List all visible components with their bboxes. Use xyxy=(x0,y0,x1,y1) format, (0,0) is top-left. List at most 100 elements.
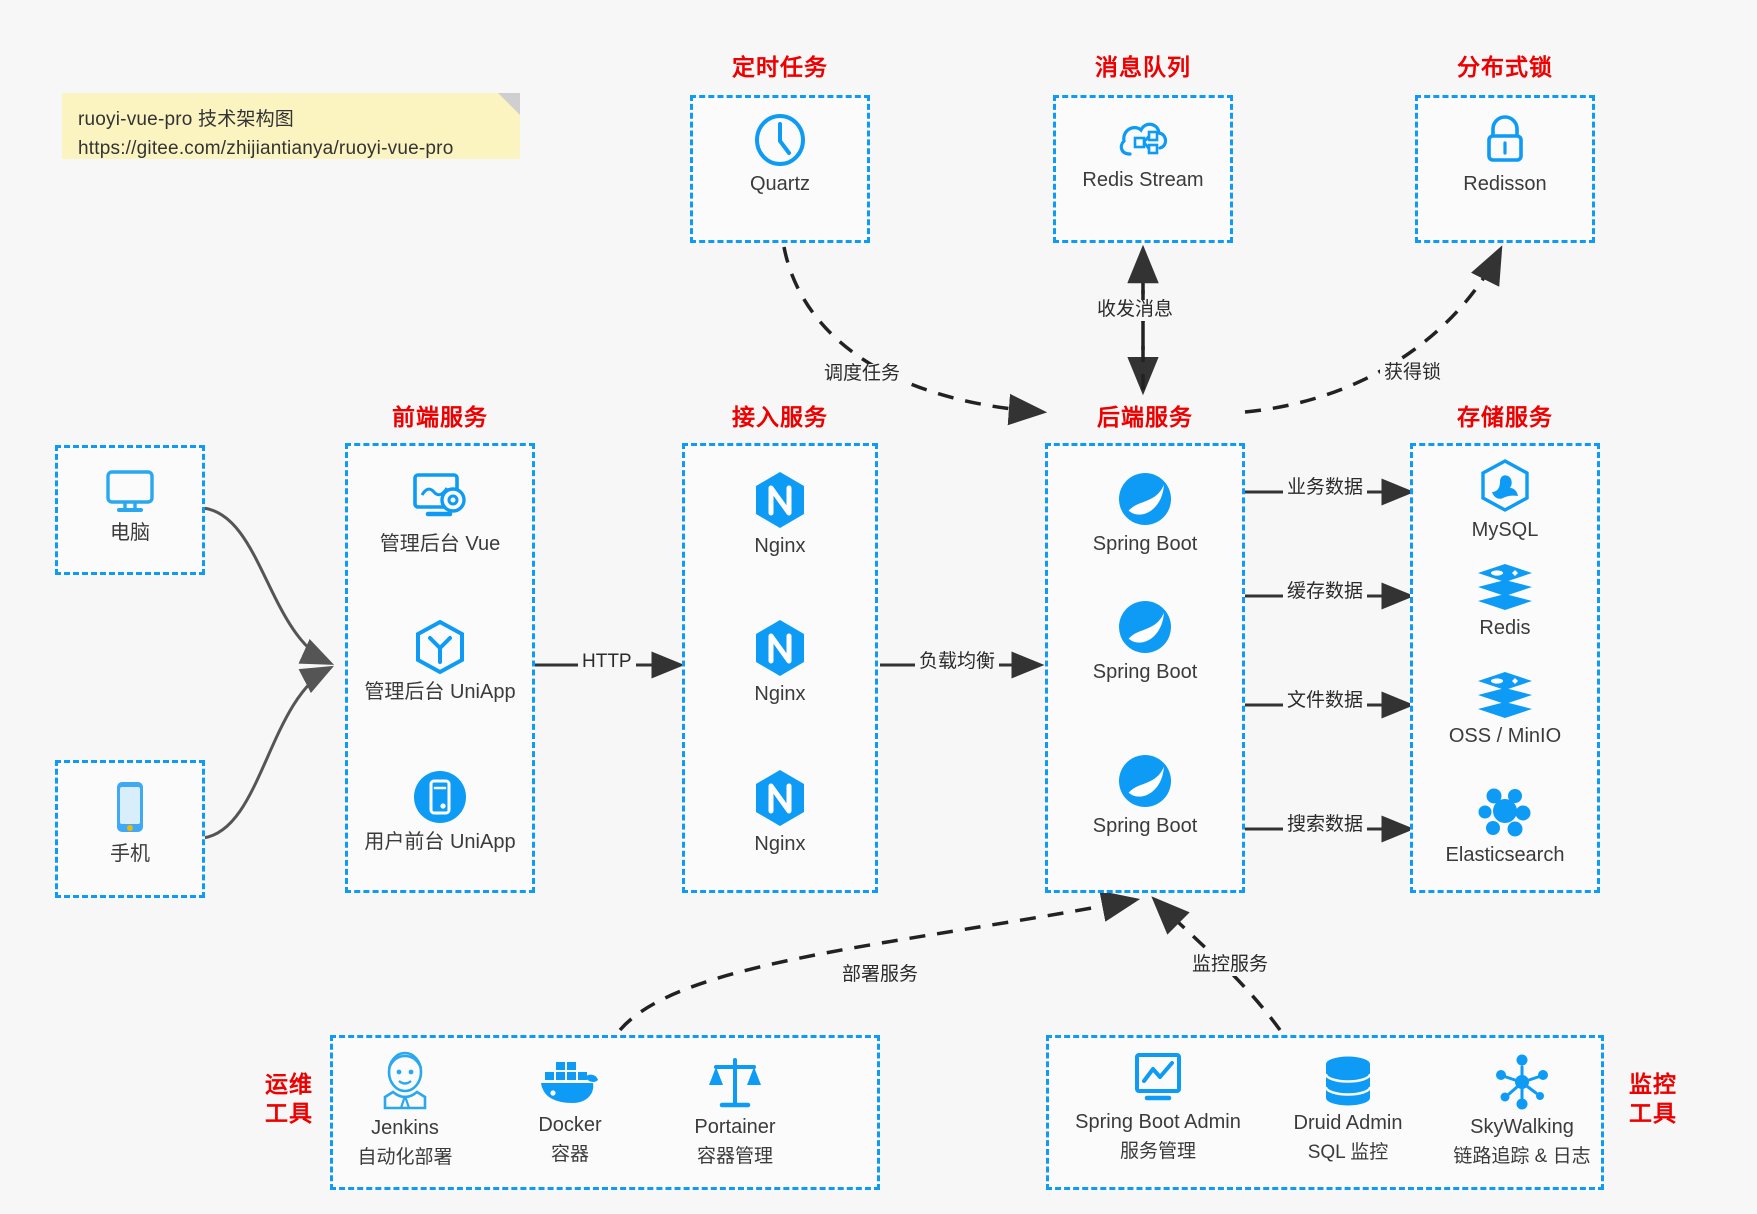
node-label: 手机 xyxy=(110,843,150,865)
note-url-line: https://gitee.com/zhijiantianya/ruoyi-vu… xyxy=(78,138,454,160)
group-title-backend: 后端服务 xyxy=(1097,404,1193,430)
note-title-line: ruoyi-vue-pro 技术架构图 xyxy=(78,109,295,130)
node-user-uniapp[interactable]: 用户前台 UniApp xyxy=(355,768,525,856)
node-label: Redis Stream xyxy=(1082,169,1204,191)
elasticsearch-icon xyxy=(1478,788,1531,837)
group-title-scheduled-task: 定时任务 xyxy=(732,54,828,80)
node-label: MySQL xyxy=(1471,519,1539,541)
node-label: Nginx xyxy=(754,833,806,855)
node-label: Redisson xyxy=(1463,173,1547,195)
node-label: Portainer xyxy=(694,1116,776,1138)
edge-label-acquire-lock: 获得锁 xyxy=(1380,362,1446,384)
group-box-message-queue xyxy=(1053,95,1233,243)
node-desktop[interactable]: 电脑 xyxy=(45,465,215,547)
node-portainer[interactable]: Portainer 容器管理 xyxy=(655,1053,815,1168)
group-title-frontend: 前端服务 xyxy=(392,404,488,430)
node-redis[interactable]: Redis xyxy=(1420,562,1590,642)
node-sublabel: SQL 监控 xyxy=(1307,1141,1389,1163)
monitoring-title-line2: 工具 xyxy=(1629,1099,1677,1126)
edge-label-search-data: 搜索数据 xyxy=(1283,814,1368,836)
node-druid-admin[interactable]: Druid Admin SQL 监控 xyxy=(1268,1055,1428,1164)
node-spring-boot-2[interactable]: Spring Boot xyxy=(1060,598,1230,686)
edge-label-business-data: 业务数据 xyxy=(1283,477,1368,499)
edge-label-cache-data: 缓存数据 xyxy=(1283,581,1368,603)
clock-icon xyxy=(755,114,805,166)
node-label: OSS / MinIO xyxy=(1448,725,1562,747)
group-box-devops xyxy=(330,1035,880,1190)
node-sublabel: 自动化部署 xyxy=(357,1146,453,1168)
node-docker[interactable]: Docker 容器 xyxy=(490,1055,650,1166)
node-skywalking[interactable]: SkyWalking 链路追踪 & 日志 xyxy=(1432,1053,1612,1168)
group-title-message-queue: 消息队列 xyxy=(1095,54,1191,80)
node-label: Elasticsearch xyxy=(1445,844,1565,866)
mobile-phone-icon xyxy=(117,782,143,832)
diagram-note: ruoyi-vue-pro 技术架构图 https://gitee.com/zh… xyxy=(62,93,520,159)
node-admin-uniapp[interactable]: 管理后台 UniApp xyxy=(355,618,525,706)
node-sublabel: 链路追踪 & 日志 xyxy=(1453,1145,1591,1167)
node-mysql[interactable]: MySQL xyxy=(1420,458,1590,544)
group-title-gateway: 接入服务 xyxy=(732,404,828,430)
nginx-icon xyxy=(756,620,804,676)
group-title-distributed-lock: 分布式锁 xyxy=(1457,54,1553,80)
jenkins-icon xyxy=(383,1051,427,1110)
group-box-scheduled-task xyxy=(690,95,870,243)
spring-boot-icon xyxy=(1119,601,1171,653)
devops-title-line2: 工具 xyxy=(265,1099,313,1126)
node-label: Spring Boot xyxy=(1092,661,1198,683)
mysql-icon xyxy=(1481,459,1529,512)
edge-label-schedule-task: 调度任务 xyxy=(820,363,905,385)
edge-label-load-balance: 负载均衡 xyxy=(915,651,1000,673)
note-fold-corner xyxy=(498,93,520,115)
node-nginx-2[interactable]: Nginx xyxy=(695,618,865,708)
node-label: SkyWalking xyxy=(1470,1116,1574,1138)
spring-boot-icon xyxy=(1119,473,1171,525)
group-box-distributed-lock xyxy=(1415,95,1595,243)
node-sublabel: 容器管理 xyxy=(696,1145,773,1167)
node-nginx-1[interactable]: Nginx xyxy=(695,470,865,560)
docker-icon xyxy=(541,1062,598,1103)
node-quartz[interactable]: Quartz xyxy=(695,112,865,198)
node-jenkins[interactable]: Jenkins 自动化部署 xyxy=(325,1050,485,1169)
node-redisson[interactable]: Redisson xyxy=(1420,112,1590,198)
edge-label-http: HTTP xyxy=(578,651,636,673)
oss-minio-icon xyxy=(1478,672,1532,718)
desktop-monitor-icon xyxy=(106,470,154,512)
node-label: 管理后台 UniApp xyxy=(364,681,516,703)
node-spring-boot-3[interactable]: Spring Boot xyxy=(1060,752,1230,840)
node-label: Redis xyxy=(1479,617,1531,639)
lock-icon xyxy=(1487,115,1523,162)
node-label: Spring Boot xyxy=(1092,815,1198,837)
node-spring-boot-admin[interactable]: Spring Boot Admin 服务管理 xyxy=(1063,1050,1253,1163)
skywalking-icon xyxy=(1496,1054,1548,1110)
node-elasticsearch[interactable]: Elasticsearch xyxy=(1420,785,1590,869)
mobile-app-icon xyxy=(414,771,466,823)
edge-label-deploy-service: 部署服务 xyxy=(838,964,923,986)
edge-label-send-receive-message: 收发消息 xyxy=(1093,299,1178,321)
nginx-icon xyxy=(756,770,804,826)
monitoring-title-line1: 监控 xyxy=(1629,1071,1677,1097)
node-spring-boot-1[interactable]: Spring Boot xyxy=(1060,470,1230,558)
portainer-scale-icon xyxy=(709,1058,761,1108)
redis-icon xyxy=(1478,564,1532,610)
node-redis-stream[interactable]: Redis Stream xyxy=(1058,114,1228,194)
admin-dashboard-icon xyxy=(413,473,466,517)
node-label: Druid Admin xyxy=(1293,1112,1403,1134)
nginx-icon xyxy=(756,472,804,528)
group-title-devops: 运维 工具 xyxy=(258,1070,320,1128)
node-sublabel: 容器 xyxy=(550,1143,589,1165)
group-title-storage: 存储服务 xyxy=(1457,404,1553,430)
database-icon xyxy=(1324,1056,1372,1106)
node-oss-minio[interactable]: OSS / MinIO xyxy=(1420,670,1590,750)
edge-label-file-data: 文件数据 xyxy=(1283,690,1368,712)
node-admin-vue[interactable]: 管理后台 Vue xyxy=(355,470,525,558)
spring-boot-icon xyxy=(1119,755,1171,807)
node-label: Docker xyxy=(538,1114,602,1136)
node-label: 电脑 xyxy=(110,522,150,544)
node-mobile[interactable]: 手机 xyxy=(45,778,215,868)
edge-label-monitor-service: 监控服务 xyxy=(1188,954,1273,976)
uniapp-cube-icon xyxy=(416,619,464,675)
node-label: Nginx xyxy=(754,535,806,557)
group-title-monitoring: 监控 工具 xyxy=(1622,1070,1684,1128)
node-nginx-3[interactable]: Nginx xyxy=(695,768,865,858)
